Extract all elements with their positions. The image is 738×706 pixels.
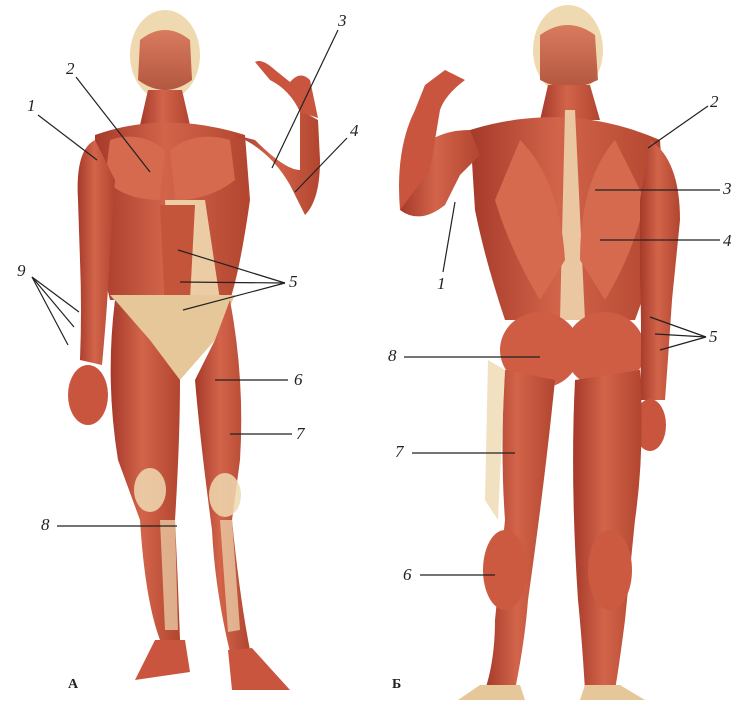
front-panel-letter: А [68, 677, 78, 693]
front-right-foot [135, 640, 190, 680]
back-label-5: 5 [709, 328, 718, 345]
front-right-arm [78, 140, 115, 365]
back-right-foot [580, 685, 645, 700]
front-neck [140, 90, 190, 125]
back-label-6: 6 [403, 566, 412, 583]
front-label-7: 7 [296, 425, 305, 442]
front-label-4: 4 [350, 122, 359, 139]
front-label-1: 1 [27, 97, 36, 114]
back-panel-letter: Б [392, 677, 401, 693]
back-label-4: 4 [723, 232, 732, 249]
back-label-8: 8 [388, 347, 397, 364]
back-label-1: 1 [437, 275, 446, 292]
back-label-2: 2 [710, 93, 719, 110]
front-label-6: 6 [294, 371, 303, 388]
front-label-3: 3 [338, 12, 347, 29]
front-label-9: 9 [17, 262, 26, 279]
back-right-leg [573, 370, 642, 690]
back-label-3: 3 [723, 180, 732, 197]
front-left-foot [228, 648, 290, 690]
back-label-7: 7 [395, 443, 404, 460]
front-label-5: 5 [289, 273, 298, 290]
back-left-foot [458, 685, 525, 700]
front-body [68, 10, 320, 690]
back-hanging-arm [640, 140, 680, 400]
back-body [399, 5, 680, 700]
front-label-2: 2 [66, 60, 75, 77]
front-label-8: 8 [41, 516, 50, 533]
